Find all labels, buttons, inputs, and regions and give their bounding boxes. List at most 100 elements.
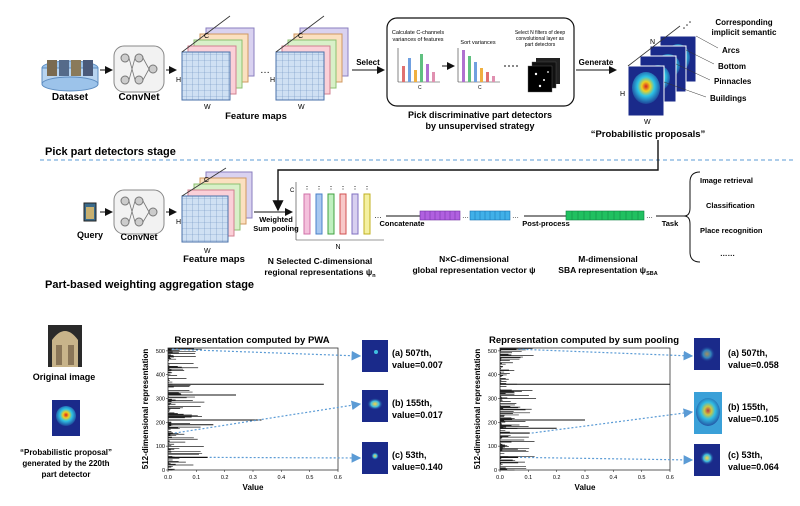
task-1: Image retrieval [700,176,753,185]
task-brace [683,171,701,263]
task-3: Place recognition [700,226,763,235]
dim-n-label-mid: N [335,244,340,251]
global-line2: global representation vector ψ [412,265,535,275]
n-selected-line1: N Selected C-dimensional [268,256,372,266]
sum-heatmap-a [694,338,720,370]
sum-ann-c-1: (c) 53th, [728,450,763,460]
query-image [83,202,97,222]
semantic-list: Corresponding implicit semantic Arcs Bot… [663,18,777,103]
concatenate-label: Concatenate [379,219,424,228]
convnet-label-mid: ConvNet [120,232,157,242]
n-selected-text: regional representations ψ [264,267,372,277]
sum-ann-a-2: value=0.058 [728,360,779,370]
annotation-arrow-2 [209,453,362,463]
feature-map-stack-2 [275,15,349,101]
proposal-caption-3: part detector [42,470,91,479]
pwa-title: Representation computed by PWA [174,335,329,346]
stage1-label: Pick part detectors stage [45,146,176,158]
ytick-label-5: 500 [488,349,497,355]
sum-ann-a-1: (a) 507th, [728,348,768,358]
query-label: Query [77,230,103,240]
prob-proposals-label: “Probabilistic proposals” [591,129,706,140]
dim-w-label-3: W [644,119,651,126]
ytick-label-1: 100 [156,444,165,450]
proposal-caption-2: generated by the 220th [22,459,109,468]
vec-dots: … [374,211,382,220]
proposals-connector [272,140,659,212]
proposal-caption-1: “Probabilistic proposal” [20,448,112,457]
global-line1: N×C-dimensional [439,254,509,264]
sba-line2: SBA representation ψSBA [558,265,657,277]
weighted-label-2: Sum pooling [253,224,299,233]
postprocess-label: Post-process [522,219,570,228]
annotation-arrow-1 [174,400,362,434]
semantic-buildings: Buildings [710,94,747,103]
dim-c-label-1: C [204,33,209,40]
pwa-ann-c-2: value=0.140 [392,462,443,472]
dataset-icon [41,60,99,92]
semantic-title-1: Corresponding [715,18,772,27]
regional-vectors [295,182,384,241]
variance-bars-1 [397,48,440,83]
x-axis-label: Value [575,483,596,492]
feature-dots: … [260,65,270,76]
box-caption-line2: by unsupervised strategy [425,121,534,131]
ytick-label-3: 300 [156,397,165,403]
sum-heatmap-c [694,444,720,476]
sum-ann-c-2: value=0.064 [728,462,779,472]
proposal-heatmap [52,400,80,436]
task-label: Task [662,219,679,228]
ytick-label-4: 400 [488,373,497,379]
dataset-label: Dataset [52,92,89,103]
task-2: Classification [706,201,755,210]
sba-dots: … [646,213,653,220]
box-c-label-1: C [418,85,422,91]
annotation-arrow-0 [518,348,694,361]
stage2-label: Part-based weighting aggregation stage [45,279,254,291]
dim-c-label-mid: C [204,177,209,184]
ytick-label-5: 500 [156,349,165,355]
convnet-block-mid [113,189,165,235]
xtick-label-3: 0.3 [249,475,257,481]
sum-heatmap-b [694,392,722,434]
ytick-label-3: 300 [488,397,497,403]
global-dots-1: … [462,213,469,220]
dim-w-label-1: W [204,104,211,111]
xtick-label-1: 0.1 [525,475,533,481]
n-selected-line2: regional representations ψn [264,267,376,279]
task-4: …… [720,249,735,258]
sba-line1: M-dimensional [578,254,638,264]
dim-w-label-2: W [298,104,305,111]
pwa-ann-b-2: value=0.017 [392,410,443,420]
sba-text: SBA representation ψ [558,265,646,275]
semantic-pinnacles: Pinnacles [714,77,752,86]
xtick-label-1: 0.1 [193,475,201,481]
box-step1-line2: variances of features [392,37,443,43]
feature-map-stack-1 [181,15,255,101]
xtick-label-6: 0.6 [666,475,674,481]
pwa-heatmap-b [362,390,388,422]
probabilistic-proposals-stack [627,21,697,117]
dim-n-label-top: N [650,39,655,46]
n-selected-sub: n [372,273,376,279]
select-label: Select [356,58,380,67]
xtick-label-4: 0.4 [278,475,286,481]
semantic-arcs: Arcs [722,46,740,55]
pwa-heatmap-a [362,340,388,372]
sum-ann-b-1: (b) 155th, [728,402,768,412]
weighted-label-1: Weighted [259,215,293,224]
ytick-label-2: 200 [156,420,165,426]
value-bars [168,348,205,471]
convnet-block-top [113,45,165,93]
global-vector [419,210,511,221]
semantic-bottom: Bottom [718,62,746,71]
xtick-label-6: 0.6 [334,475,342,481]
original-image-label: Original image [33,372,96,382]
convnet-label-top: ConvNet [118,92,160,103]
feature-map-stack-mid [181,167,253,243]
sba-sub: SBA [646,271,658,277]
pick-detectors-box [386,17,575,107]
